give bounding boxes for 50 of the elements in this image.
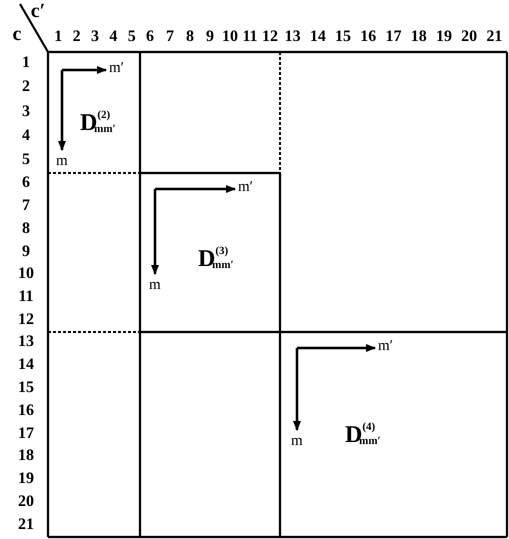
column-number: 3 bbox=[91, 29, 99, 45]
axis-label: m′ bbox=[238, 180, 253, 195]
column-number: 11 bbox=[242, 29, 258, 45]
axis-label: m bbox=[149, 278, 161, 293]
column-number: 13 bbox=[284, 29, 301, 45]
column-number: 8 bbox=[186, 29, 194, 45]
column-number: 18 bbox=[410, 29, 427, 45]
column-number: 1 bbox=[54, 29, 62, 45]
axis-label: m′ bbox=[109, 61, 124, 76]
row-number: 1 bbox=[22, 55, 30, 72]
row-number: 21 bbox=[18, 516, 34, 533]
column-number: 21 bbox=[486, 29, 502, 45]
column-number: 17 bbox=[386, 29, 402, 45]
axis-label: m′ bbox=[378, 339, 393, 354]
column-number: 6 bbox=[146, 29, 154, 45]
column-number: 10 bbox=[222, 29, 238, 45]
row-number: 18 bbox=[18, 448, 34, 464]
row-number: 13 bbox=[18, 334, 34, 350]
column-number: 14 bbox=[310, 29, 326, 45]
column-number: 5 bbox=[128, 29, 136, 45]
axis-label: m bbox=[56, 154, 68, 169]
row-number: 5 bbox=[22, 152, 30, 168]
row-number: 12 bbox=[18, 312, 34, 328]
row-number: 8 bbox=[22, 220, 30, 237]
column-number: 20 bbox=[461, 29, 478, 45]
column-number: 12 bbox=[262, 29, 278, 45]
axis-label: m bbox=[291, 434, 303, 449]
row-number: 15 bbox=[18, 380, 34, 396]
row-number: 6 bbox=[22, 175, 30, 192]
row-number: 17 bbox=[18, 426, 34, 442]
row-number: 19 bbox=[18, 471, 34, 488]
column-number: 2 bbox=[72, 29, 81, 45]
column-number: 16 bbox=[360, 29, 376, 45]
axis-label: c bbox=[12, 24, 22, 44]
column-number: 4 bbox=[109, 29, 118, 45]
column-number: 19 bbox=[436, 29, 452, 45]
row-number: 2 bbox=[22, 79, 30, 96]
row-number: 4 bbox=[22, 128, 30, 144]
row-number: 10 bbox=[18, 266, 34, 282]
row-number: 7 bbox=[22, 198, 30, 214]
row-number: 11 bbox=[18, 288, 34, 305]
row-number: 20 bbox=[18, 494, 34, 510]
column-number: 15 bbox=[335, 29, 352, 45]
row-number: 16 bbox=[18, 402, 34, 419]
row-number: 3 bbox=[22, 104, 30, 120]
row-number: 9 bbox=[22, 244, 30, 260]
axis-label: c′ bbox=[30, 1, 46, 21]
column-number: 9 bbox=[206, 29, 214, 45]
column-number: 7 bbox=[166, 29, 174, 45]
row-number: 14 bbox=[18, 357, 34, 374]
